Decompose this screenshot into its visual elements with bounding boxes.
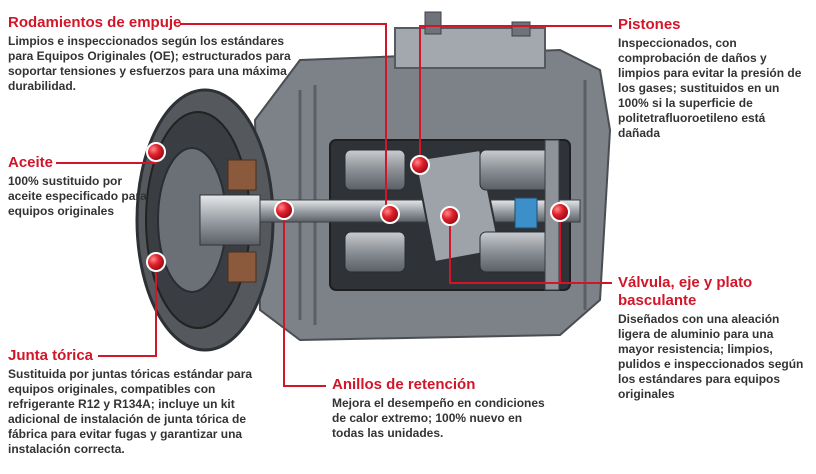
callout-aceite: Aceite 100% sustituido por aceite especi… <box>8 154 148 219</box>
callout-text: Sustituida por juntas tóricas estándar p… <box>8 367 253 456</box>
internal-mechanism <box>259 139 581 291</box>
marker-junta <box>146 252 166 272</box>
callout-title: Aceite <box>8 154 54 171</box>
callout-anillos: Anillos de retención Mejora el desempeño… <box>332 376 557 441</box>
callout-pistones: Pistones Inspeccionados, con comprobació… <box>618 16 808 141</box>
marker-rodamientos <box>380 204 400 224</box>
callout-rodamientos: Rodamientos de empuje Limpios e inspecci… <box>8 14 308 94</box>
callout-title: Anillos de retención <box>332 376 476 393</box>
callout-text: Inspeccionados, con comprobación de daño… <box>618 36 802 140</box>
marker-pistones <box>410 155 430 175</box>
callout-title: Pistones <box>618 16 681 33</box>
marker-dots <box>146 142 570 272</box>
callout-text: Limpios e inspeccionados según los están… <box>8 34 291 93</box>
marker-valvula-plato <box>550 202 570 222</box>
leader-rodamientos <box>180 23 387 214</box>
marker-anillos <box>274 200 294 220</box>
callout-junta-torica: Junta tórica Sustituida por juntas tóric… <box>8 347 273 457</box>
callout-valvula: Válvula, eje y plato basculante Diseñado… <box>618 274 808 402</box>
callout-text: Diseñados con una aleación ligera de alu… <box>618 312 804 401</box>
callout-title: Válvula, eje y plato basculante <box>618 274 753 309</box>
leader-lines <box>56 23 612 387</box>
leader-junta <box>98 262 157 357</box>
leader-pistones <box>419 25 612 165</box>
callout-title: Rodamientos de empuje <box>8 14 182 31</box>
marker-aceite <box>146 142 166 162</box>
callout-text: 100% sustituido por aceite especificado … <box>8 174 147 218</box>
callout-title: Junta tórica <box>8 347 94 364</box>
clutch-pulley <box>135 88 275 352</box>
leader-anillos <box>283 210 326 387</box>
marker-valvula-eje <box>440 206 460 226</box>
leader-valvula-branch <box>449 216 560 284</box>
callout-text: Mejora el desempeño en condiciones de ca… <box>332 396 545 440</box>
